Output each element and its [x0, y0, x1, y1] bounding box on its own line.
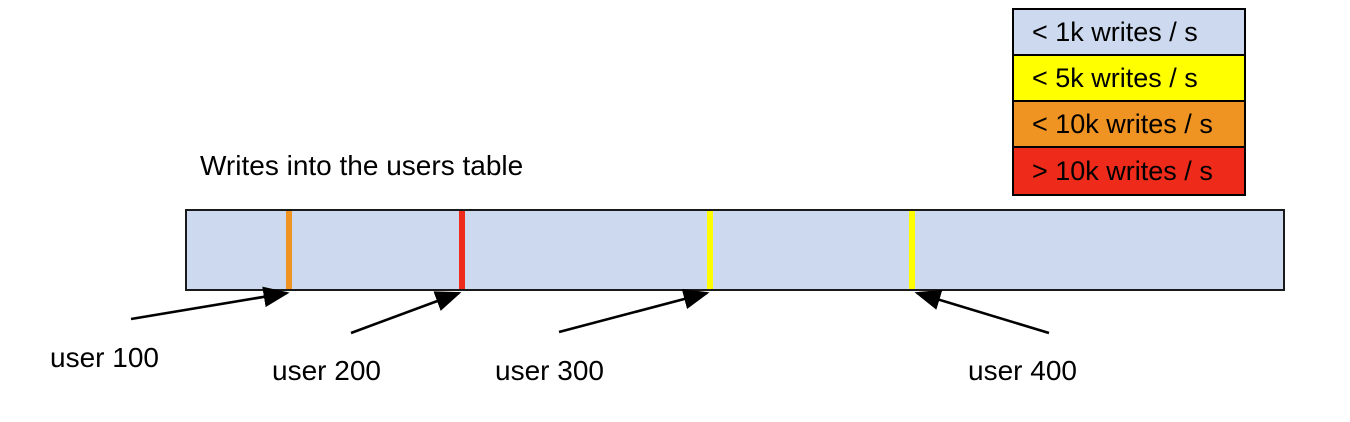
- marker-user-200: [459, 211, 465, 289]
- marker-user-300: [707, 211, 713, 289]
- legend-label-lt-10k: < 10k writes / s: [1032, 108, 1213, 139]
- label-user-200: user 200: [272, 355, 381, 386]
- marker-user-100: [286, 211, 292, 289]
- users-table-write-heatmap: [185, 209, 1285, 291]
- marker-user-400: [909, 211, 915, 289]
- arrow-user-400: [914, 289, 1050, 335]
- legend-label-lt-5k: < 5k writes / s: [1032, 62, 1198, 93]
- label-user-400: user 400: [968, 355, 1077, 386]
- arrow-user-100: [130, 286, 290, 321]
- legend-row-lt-10k: < 10k writes / s: [1014, 102, 1244, 148]
- write-rate-legend: < 1k writes / s < 5k writes / s < 10k wr…: [1012, 8, 1246, 196]
- legend-row-lt-5k: < 5k writes / s: [1014, 56, 1244, 102]
- label-user-100: user 100: [50, 342, 159, 373]
- legend-row-lt-1k: < 1k writes / s: [1014, 10, 1244, 56]
- legend-label-gt-10k: > 10k writes / s: [1032, 155, 1213, 186]
- arrow-user-200: [350, 291, 462, 335]
- diagram-caption: Writes into the users table: [200, 150, 524, 181]
- legend-label-lt-1k: < 1k writes / s: [1032, 16, 1198, 47]
- legend-row-gt-10k: > 10k writes / s: [1014, 148, 1244, 194]
- label-user-300: user 300: [495, 355, 604, 386]
- arrow-user-300: [558, 288, 710, 334]
